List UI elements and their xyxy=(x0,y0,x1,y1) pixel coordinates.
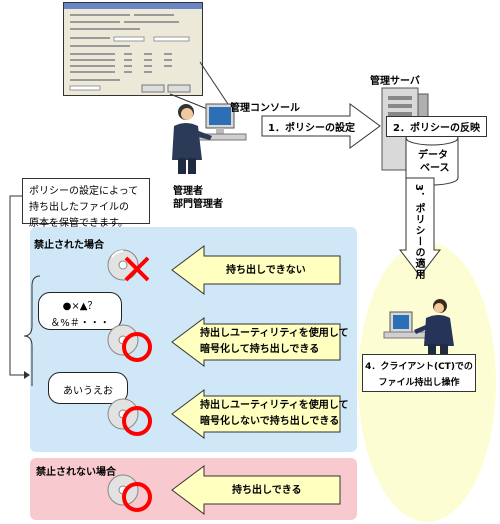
management-server-label: 管理サーバ xyxy=(370,76,420,87)
row2-bubble-line2: ＆%＃・・・ xyxy=(50,318,110,329)
database-label-2: ベース xyxy=(420,163,450,174)
allowed-label: 持ち出しできる xyxy=(232,485,302,496)
client-user-figure xyxy=(383,299,454,356)
step1-label: 1．ポリシーの設定 xyxy=(268,123,355,134)
step3-arrow xyxy=(398,177,442,277)
row2-bubble: ●×▲？ ＆%＃・・・ xyxy=(38,292,122,330)
policy-note-box: ポリシーの設定によって 持ち出したファイルの 原本を保管できます。 xyxy=(22,178,150,229)
row2-label-1: 持出しユーティリティを使用して xyxy=(200,328,349,339)
row3-bubble: あいうえお xyxy=(48,372,128,404)
row3-label-1: 持出しユーティリティを使用して xyxy=(200,400,349,411)
row2-ok-mark xyxy=(122,332,152,362)
row3-disc-icon xyxy=(107,398,139,430)
allowed-arrow xyxy=(171,465,341,515)
row3-ok-mark xyxy=(122,406,152,436)
step4-label-2: ファイル持出し操作 xyxy=(378,378,460,388)
prohibited-title: 禁止された場合 xyxy=(34,240,104,251)
console-form xyxy=(69,14,191,93)
row1-ng-mark xyxy=(124,256,150,282)
row2-bubble-line1: ●×▲？ xyxy=(62,301,98,312)
not-prohibited-title: 禁止されない場合 xyxy=(36,467,116,478)
step4-box: 4．クライアント(CT)での ファイル持出し操作 xyxy=(362,354,476,392)
step2-label: 2．ポリシーの反映 xyxy=(386,116,487,137)
step3-label: 3．ポリシーの適用 xyxy=(413,184,424,280)
row1-arrow xyxy=(171,245,341,295)
row2-arrow xyxy=(171,317,341,367)
admin-label-1: 管理者 xyxy=(173,186,203,197)
step1-arrow xyxy=(261,103,381,149)
row2-label-2: 暗号化して持ち出しできる xyxy=(200,344,320,355)
management-console-label: 管理コンソール xyxy=(230,103,300,114)
row3-bubble-text: あいうえお xyxy=(63,386,113,397)
row3-label-2: 暗号化しないで持ち出しできる xyxy=(200,416,340,427)
row1-label: 持ち出しできない xyxy=(226,265,306,276)
administrator-figure xyxy=(172,103,247,174)
database-label-1: データ xyxy=(418,150,448,161)
row3-arrow xyxy=(171,389,341,439)
policy-note-line2: 持ち出したファイルの xyxy=(29,202,129,213)
policy-note-line1: ポリシーの設定によって xyxy=(29,186,139,197)
step4-label-1: 4．クライアント(CT)での xyxy=(365,362,473,372)
console-titlebar xyxy=(64,3,202,9)
console-window xyxy=(63,2,203,96)
original-storage-connector xyxy=(9,195,41,386)
policy-note-line3: 原本を保管できます。 xyxy=(29,218,128,229)
row1-disc-icon xyxy=(107,249,139,281)
allowed-ok-mark xyxy=(122,482,152,512)
admin-label-2: 部門管理者 xyxy=(173,199,223,210)
